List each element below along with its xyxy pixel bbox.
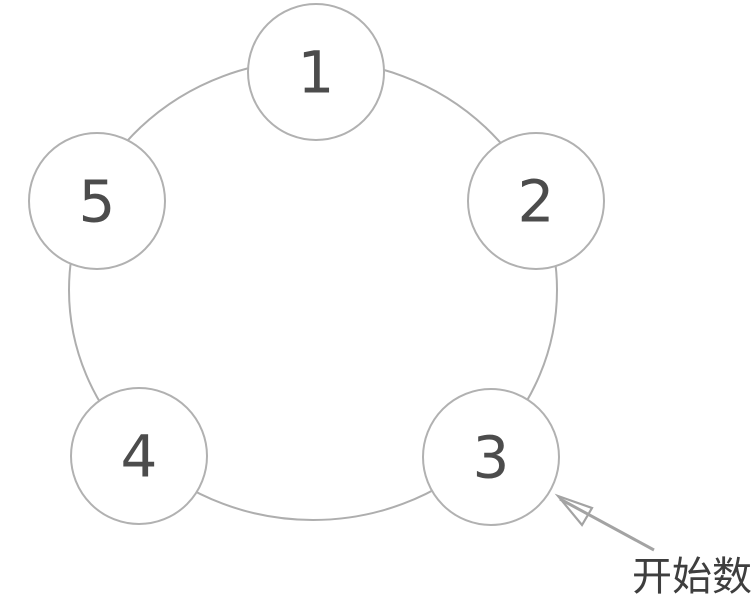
node-3-label: 3 bbox=[473, 423, 510, 491]
node-2-circle bbox=[467, 132, 605, 270]
node-1: 1 bbox=[247, 3, 385, 141]
node-4: 4 bbox=[70, 387, 208, 525]
start-arrow bbox=[554, 493, 655, 552]
node-5-circle bbox=[28, 132, 166, 270]
node-5: 5 bbox=[28, 132, 166, 270]
node-3-circle bbox=[422, 388, 560, 526]
node-2-label: 2 bbox=[518, 167, 555, 235]
node-1-circle bbox=[247, 3, 385, 141]
node-5-label: 5 bbox=[79, 167, 116, 235]
arrow-shaft bbox=[559, 497, 655, 552]
node-2: 2 bbox=[467, 132, 605, 270]
node-3: 3 bbox=[422, 388, 560, 526]
annotation-label: 开始数 bbox=[632, 554, 751, 600]
node-1-label: 1 bbox=[298, 38, 335, 106]
node-4-label: 4 bbox=[121, 422, 158, 490]
arrowhead-icon bbox=[554, 493, 594, 527]
node-4-circle bbox=[70, 387, 208, 525]
